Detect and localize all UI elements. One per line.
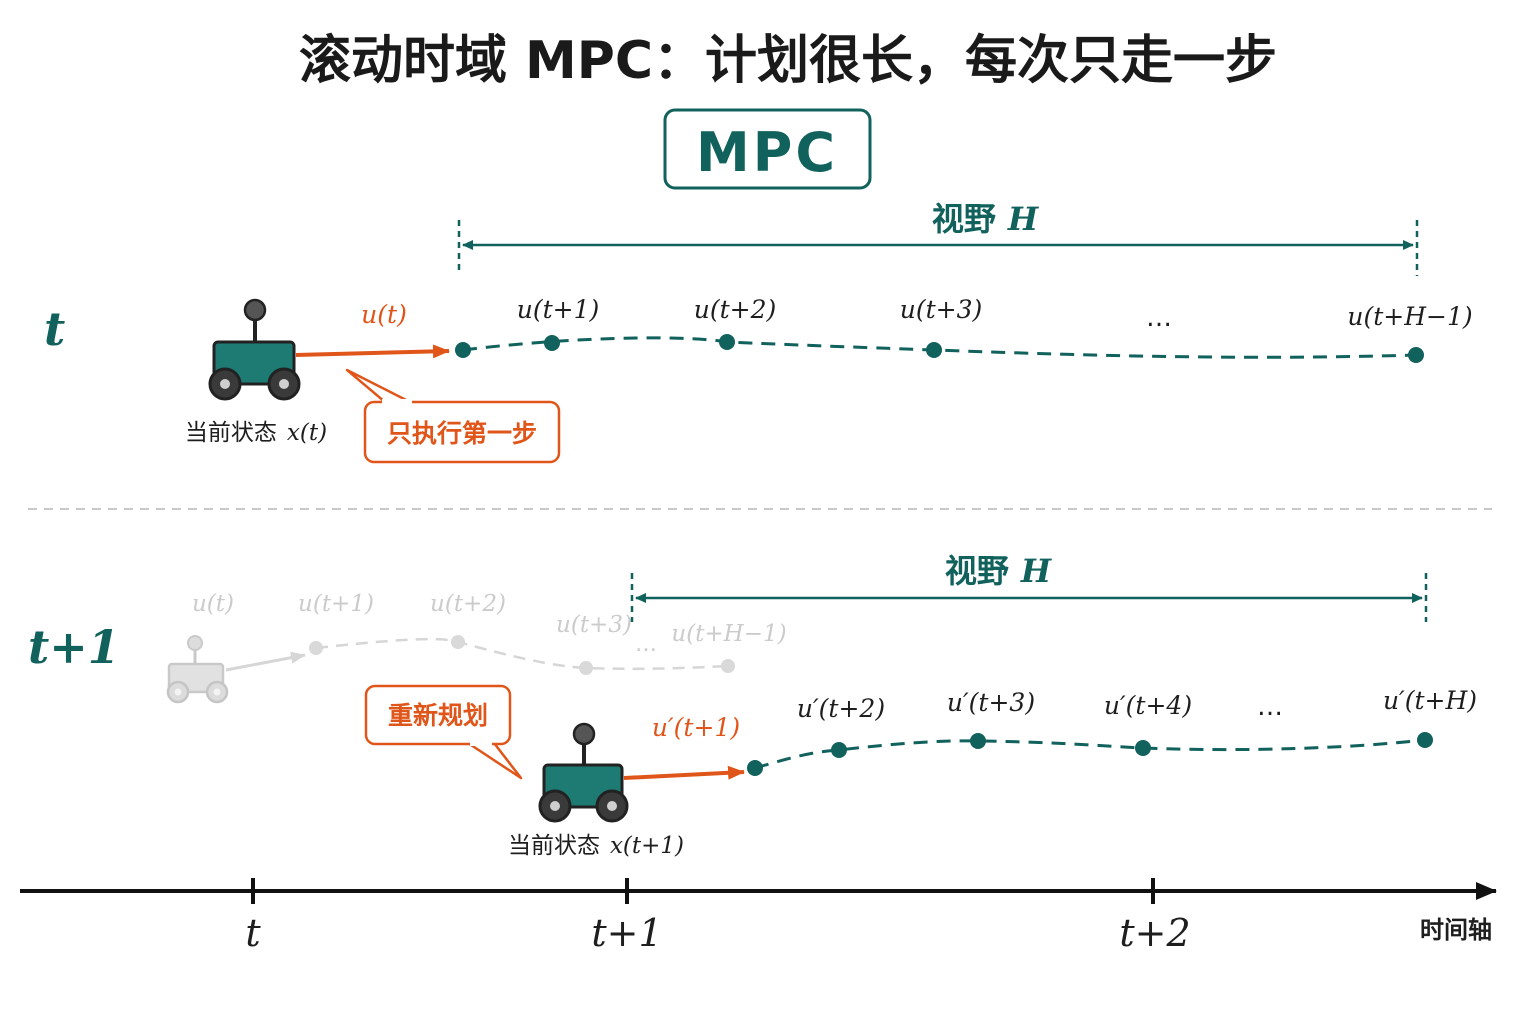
ghost-robot-icon — [166, 635, 229, 704]
trajectory-point — [455, 342, 471, 358]
ghost-control-label: u(t+3) — [556, 612, 632, 638]
callout-top: 只执行第一步 — [345, 368, 561, 464]
first-control-top: u(t) — [361, 300, 407, 329]
ghost-control-label: u(t+2) — [430, 591, 506, 617]
robot-icon — [208, 298, 301, 401]
axis-tick-label: t+1 — [591, 911, 662, 955]
trajectory-point — [719, 334, 735, 350]
first-step-arrow-top — [295, 344, 450, 359]
ghost-point — [451, 635, 465, 649]
trajectory-top — [462, 336, 1417, 359]
control-label: … — [1257, 692, 1283, 722]
control-label: u′(t+3) — [947, 688, 1035, 717]
axis-tick-label: t — [245, 911, 261, 955]
first-control-bottom: u′(t+1) — [652, 713, 740, 742]
control-label: u′(t+H) — [1383, 686, 1477, 715]
first-step-arrow-bottom — [623, 765, 745, 780]
trajectory-point — [1417, 732, 1433, 748]
row-label-bottom: t+1 — [28, 620, 120, 674]
trajectory-point — [1135, 740, 1151, 756]
trajectory-point — [544, 335, 560, 351]
trajectory-point — [926, 342, 942, 358]
mpc-badge: MPC — [663, 108, 872, 190]
ghost-control-label: … — [635, 632, 657, 657]
trajectory-point — [747, 760, 763, 776]
ghost-point — [309, 641, 323, 655]
trajectory-point — [970, 733, 986, 749]
control-label: u(t+2) — [694, 295, 777, 324]
ghost-point — [579, 661, 593, 675]
robot-icon — [538, 722, 629, 823]
callout-bottom: 重新规划 — [364, 684, 523, 780]
control-label: u′(t+4) — [1104, 691, 1192, 720]
axis-label: 时间轴 — [1420, 916, 1492, 944]
axis-tick-label: t+2 — [1119, 911, 1190, 955]
callout-top-text: 只执行第一步 — [387, 419, 537, 448]
trajectory-bottom — [754, 738, 1426, 770]
trajectory-point — [1408, 347, 1424, 363]
control-label: u(t+H−1) — [1347, 302, 1472, 331]
ghost-control-label: u(t+1) — [298, 591, 374, 617]
control-label: u(t+3) — [900, 295, 983, 324]
trajectory-point — [831, 742, 847, 758]
callout-bottom-text: 重新规划 — [388, 701, 488, 730]
ghost-control-label: u(t) — [192, 591, 234, 617]
row-label-top: t — [44, 302, 65, 356]
control-label: … — [1146, 303, 1172, 333]
mpc-badge-label: MPC — [696, 121, 838, 184]
time-axis: t t+1 t+2 时间轴 — [20, 878, 1497, 955]
ghost-control-label: u(t+H−1) — [671, 621, 786, 647]
control-label: u′(t+2) — [797, 694, 885, 723]
page-title: 滚动时域 MPC：计划很长，每次只走一步 — [299, 31, 1277, 91]
control-label: u(t+1) — [517, 295, 600, 324]
ghost-plan: u(t) u(t+1) u(t+2) u(t+3) … u(t+H−1) — [166, 591, 787, 704]
ghost-point — [721, 659, 735, 673]
